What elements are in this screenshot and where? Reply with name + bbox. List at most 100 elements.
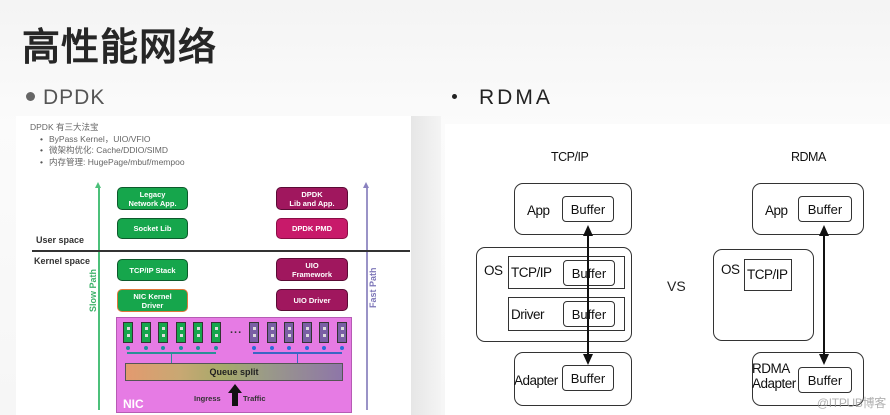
queue-connector-dot (196, 346, 200, 350)
tcpip-data-path (587, 232, 589, 358)
driver-buffer: Buffer (563, 301, 615, 327)
tcpip-buffer: Buffer (563, 260, 615, 286)
fast-path-queue (249, 322, 259, 343)
queue-connector-dot (339, 346, 344, 350)
fast-path-queue (284, 322, 294, 343)
slow-path-queue (175, 322, 186, 343)
dpdk-heading-text: DPDK (43, 86, 106, 109)
fast-path-queue (319, 322, 329, 343)
app-buffer: Buffer (562, 196, 614, 222)
app-label: App (765, 203, 788, 218)
nic-kernel-driver-block: NIC Kernel Driver (117, 289, 188, 312)
queue-bus-stem (296, 352, 299, 363)
arrow-up-icon (363, 182, 369, 188)
app-buffer: Buffer (798, 196, 852, 222)
ingress-traffic-arrow-shaft (232, 392, 238, 406)
queue-connector-dot (213, 346, 218, 350)
dpdk-intro-list: ByPass Kernel，UIO/VFIO 微架构优化: Cache/DDIO… (40, 134, 185, 169)
ingress-label: Ingress (194, 394, 221, 403)
ingress-traffic-arrow-icon (228, 384, 242, 393)
queue-bus-stem (170, 352, 173, 363)
slow-path-label: Slow Path (88, 268, 98, 312)
slow-path-arrow (95, 182, 101, 410)
queue-connector-dot (178, 346, 183, 350)
socket-lib-block: Socket Lib (117, 218, 188, 239)
rdma-adapter-label: RDMA Adapter (752, 361, 796, 391)
tcpip-layer-box: TCP/IP Buffer (508, 256, 625, 289)
tcpip-layer-box: TCP/IP (744, 259, 792, 291)
fast-path-arrow (363, 182, 369, 410)
user-space-label: User space (36, 235, 85, 245)
bullet-dot-icon (26, 91, 35, 101)
queue-connector-dot (143, 346, 148, 350)
queue-connector-dot (252, 346, 256, 350)
panel-shadow (411, 116, 441, 415)
nic-label: NIC (123, 397, 144, 411)
queue-connector-dot (304, 346, 309, 350)
slow-path-queue (158, 322, 168, 343)
rdma-adapter-box: RDMA Adapter Buffer (752, 352, 864, 406)
slow-path-queue (123, 322, 133, 343)
slow-path-queue (210, 322, 221, 343)
os-label: OS (721, 262, 740, 277)
queue-ellipsis: ... (230, 324, 243, 336)
queue-connector-dot (269, 346, 274, 350)
watermark: @ITPUB博客 (816, 396, 886, 410)
dpdk-intro-title: DPDK 有三大法宝 (30, 122, 99, 132)
queue-split-block: Queue split (125, 363, 343, 381)
dpdk-intro: DPDK 有三大法宝 ByPass Kernel，UIO/VFIO 微架构优化:… (30, 122, 185, 168)
queue-connector-dot (126, 346, 130, 350)
slow-path-queue (140, 322, 151, 343)
fast-path-queue (266, 322, 277, 343)
fast-path-queue (301, 322, 312, 343)
queue-connector-dot (287, 346, 291, 350)
rdma-app-box: App Buffer (752, 183, 864, 235)
fast-path-queue (336, 322, 347, 343)
tcpip-adapter-box: Adapter Buffer (514, 352, 632, 406)
driver-layer-box: Driver Buffer (508, 297, 625, 331)
driver-label: Driver (511, 307, 545, 322)
adapter-buffer: Buffer (562, 365, 614, 391)
queue-connector-dot (322, 346, 326, 350)
tcpip-column-title: TCP/IP (551, 150, 589, 164)
arrow-up-icon (583, 225, 593, 236)
dpdk-intro-item: 微架构优化: Cache/DDIO/SIMD (40, 145, 185, 157)
dpdk-diagram: DPDK 有三大法宝 ByPass Kernel，UIO/VFIO 微架构优化:… (16, 116, 411, 415)
os-label: OS (484, 263, 503, 278)
arrow-down-icon (819, 354, 829, 365)
uio-framework-block: UIO Framework (276, 258, 348, 281)
user-kernel-divider (32, 250, 410, 252)
rdma-heading: RDMA (452, 86, 553, 110)
app-label: App (527, 203, 550, 218)
adapter-label: Adapter (514, 373, 558, 388)
tcpip-layer-label: TCP/IP (511, 265, 552, 280)
fast-path-label: Fast Path (368, 267, 378, 308)
rdma-os-box: OS TCP/IP (713, 249, 814, 341)
adapter-buffer: Buffer (798, 367, 852, 393)
dpdk-lib-app-block: DPDK Lib and App. (276, 187, 348, 210)
dpdk-heading: DPDK (26, 86, 105, 110)
tcpip-os-box: OS TCP/IP Buffer Driver Buffer (476, 247, 632, 342)
slow-path-queue (193, 322, 203, 343)
kernel-space-label: Kernel space (34, 256, 91, 266)
rdma-diagram: TCP/IP RDMA App Buffer OS TCP/IP Buffer … (445, 124, 890, 415)
vs-label: VS (667, 278, 686, 294)
arrow-up-icon (95, 182, 101, 188)
queue-connector-dot (161, 346, 165, 350)
page-title: 高性能网络 (22, 25, 218, 69)
rdma-data-path (823, 232, 825, 358)
dpdk-intro-item: 内存管理: HugePage/mbuf/mempoo (40, 157, 185, 169)
tcpip-app-box: App Buffer (514, 183, 632, 235)
dpdk-pmd-block: DPDK PMD (276, 218, 348, 239)
traffic-label: Traffic (243, 394, 266, 403)
arrow-up-icon (819, 225, 829, 236)
arrow-down-icon (583, 354, 593, 365)
bullet-dot-icon (452, 93, 457, 99)
tcpip-layer-label: TCP/IP (747, 267, 788, 282)
dpdk-intro-item: ByPass Kernel，UIO/VFIO (40, 134, 185, 146)
rdma-column-title: RDMA (791, 150, 826, 164)
legacy-network-app-block: Legacy Network App. (117, 187, 188, 210)
tcpip-stack-block: TCP/IP Stack (117, 259, 188, 281)
rdma-heading-text: RDMA (479, 86, 553, 109)
uio-driver-block: UIO Driver (276, 289, 348, 311)
